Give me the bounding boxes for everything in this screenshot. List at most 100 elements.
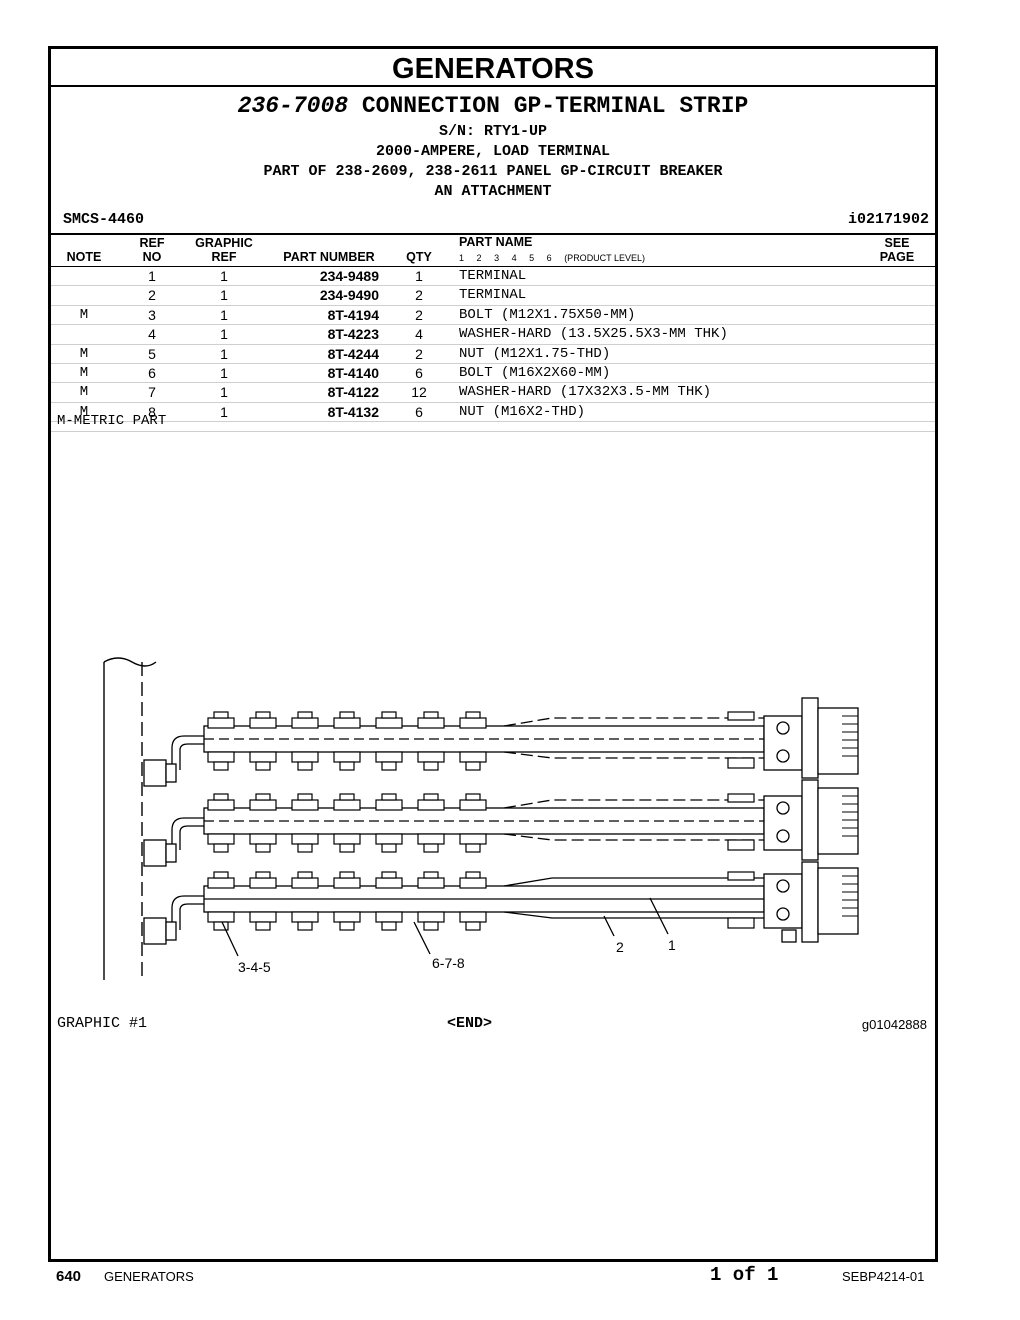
- col-header-part-name: PART NAME: [459, 235, 533, 249]
- cell-qty: 12: [411, 384, 427, 401]
- cell-part-name: TERMINAL: [459, 268, 527, 284]
- cell-ref: 5: [148, 345, 156, 362]
- cell-part-name: BOLT (M16X2X60-MM): [459, 364, 611, 381]
- product-level-4: 4: [511, 253, 517, 263]
- cell-ref: 6: [148, 364, 156, 381]
- section-title: GENERATORS: [392, 53, 594, 85]
- cell-note: M: [79, 403, 89, 420]
- cell-part-name: WASHER-HARD (13.5X25.5X3-MM THK): [459, 326, 728, 343]
- leader-3-4-5: [221, 921, 239, 957]
- product-level-3: 3: [494, 253, 500, 263]
- col-header-part-number: PART NUMBER: [283, 250, 375, 264]
- cell-ref: 8: [148, 403, 156, 420]
- cell-qty: 1: [415, 268, 423, 284]
- callout-2: 2: [616, 939, 624, 955]
- cell-qty: 2: [415, 345, 423, 362]
- footer-section: GENERATORS: [104, 1269, 194, 1284]
- subtitle-line-3: PART OF 238-2609, 238-2611 PANEL GP-CIRC…: [263, 163, 723, 180]
- product-level-5: 5: [529, 253, 535, 263]
- graphic-code: g01042888: [861, 1017, 927, 1032]
- bolts-row-2: [207, 793, 755, 853]
- table-row: M 5 1 8T-4244 2 NUT (M12X1.75-THD): [51, 345, 935, 364]
- cell-graphic: 1: [220, 345, 228, 362]
- main-part-number: 236-7008: [237, 93, 349, 119]
- end-marker: <END>: [447, 1015, 493, 1032]
- metric-footnote: M-METRIC PART: [57, 413, 167, 429]
- cell-part-name: TERMINAL: [459, 287, 527, 304]
- cell-graphic: 1: [220, 326, 228, 343]
- cell-graphic: 1: [220, 268, 228, 284]
- document-number: SEBP4214-01: [842, 1269, 925, 1284]
- cell-ref: 7: [148, 384, 156, 401]
- terminal-bars: [171, 717, 765, 930]
- cell-part-number: 8T-4223: [327, 326, 379, 343]
- breaker-fins: [842, 715, 858, 917]
- table-row: 1 1 234-9489 1 TERMINAL: [51, 267, 935, 287]
- cell-graphic: 1: [220, 403, 228, 420]
- cell-graphic: 1: [220, 306, 228, 323]
- callout-1: 1: [668, 937, 676, 953]
- cell-note: M: [79, 345, 89, 362]
- serial-number: S/N: RTY1-UP: [438, 123, 548, 140]
- cell-part-number: 8T-4132: [327, 403, 379, 420]
- col-header-note: NOTE: [66, 250, 102, 264]
- table-row: M 3 1 8T-4194 2 BOLT (M12X1.75X50-MM): [51, 306, 935, 326]
- main-part-name: CONNECTION GP-TERMINAL STRIP: [361, 93, 749, 119]
- cell-part-name: NUT (M12X1.75-THD): [459, 345, 611, 362]
- product-level-6: 6: [546, 253, 552, 263]
- col-header-ref-no: REF NO: [139, 236, 165, 264]
- document-ident: i02171902: [847, 211, 929, 228]
- page-frame: GENERATORS 236-7008 CONNECTION GP-TERMIN…: [48, 46, 938, 1262]
- table-row: M 7 1 8T-4122 12 WASHER-HARD (17X32X3.5-…: [51, 383, 935, 403]
- page-count: 1 of 1: [710, 1264, 779, 1286]
- leader-1: [649, 897, 669, 935]
- cell-qty: 4: [415, 326, 423, 343]
- product-levels: 1 2 3 4 5 6 (PRODUCT LEVEL): [459, 253, 655, 263]
- page-number: 640: [56, 1268, 82, 1285]
- panel-break-line: [103, 657, 157, 667]
- table-row: 2 1 234-9490 2 TERMINAL: [51, 286, 935, 306]
- table-row: M 6 1 8T-4140 6 BOLT (M16X2X60-MM): [51, 364, 935, 384]
- cell-part-number: 8T-4122: [327, 384, 379, 401]
- footnote-rule: [51, 431, 935, 432]
- cell-part-number: 8T-4140: [327, 364, 379, 381]
- breaker-terminals: [763, 697, 859, 943]
- cell-part-name: BOLT (M12X1.75X50-MM): [459, 306, 636, 323]
- terminal-strip-drawing: 3-4-5 6-7-8 2 1: [103, 657, 859, 980]
- bolts-row-3: [207, 871, 755, 931]
- product-level-1: 1: [459, 253, 465, 263]
- callout-6-7-8: 6-7-8: [432, 955, 465, 971]
- product-level-2: 2: [476, 253, 482, 263]
- cell-note: M: [79, 306, 89, 323]
- col-header-see-page: SEE PAGE: [879, 236, 915, 264]
- col-header-qty: QTY: [406, 250, 432, 264]
- cell-ref: 4: [148, 326, 156, 343]
- cell-graphic: 1: [220, 384, 228, 401]
- cell-qty: 6: [415, 364, 423, 381]
- section-title-bar: GENERATORS: [51, 49, 935, 87]
- cell-graphic: 1: [220, 287, 228, 304]
- callout-leaders: [221, 897, 669, 957]
- cell-part-number: 8T-4244: [327, 345, 379, 362]
- smcs-code: SMCS-4460: [63, 211, 145, 228]
- cell-part-number: 234-9490: [319, 287, 379, 304]
- bolts-row-1: [207, 711, 755, 771]
- part-title: 236-7008 CONNECTION GP-TERMINAL STRIP: [51, 93, 935, 119]
- cell-qty: 2: [415, 287, 423, 304]
- col-header-graphic-ref: GRAPHIC REF: [195, 236, 253, 264]
- cell-qty: 6: [415, 403, 423, 420]
- cell-graphic: 1: [220, 364, 228, 381]
- cell-note: M: [79, 384, 89, 401]
- cell-part-name: WASHER-HARD (17X32X3.5-MM THK): [459, 384, 712, 401]
- subtitle-line-4: AN ATTACHMENT: [434, 183, 552, 200]
- wall-connectors: [143, 759, 177, 945]
- cell-qty: 2: [415, 306, 423, 323]
- cell-part-name: NUT (M16X2-THD): [459, 403, 586, 420]
- subtitle-line-2: 2000-AMPERE, LOAD TERMINAL: [375, 143, 611, 160]
- cell-ref: 3: [148, 306, 156, 323]
- cell-note: M: [79, 364, 89, 381]
- product-level-caption: (PRODUCT LEVEL): [564, 253, 646, 263]
- bolt-stacks: [207, 711, 755, 931]
- table-top-rule: [51, 233, 935, 235]
- cell-part-number: 8T-4194: [327, 306, 379, 323]
